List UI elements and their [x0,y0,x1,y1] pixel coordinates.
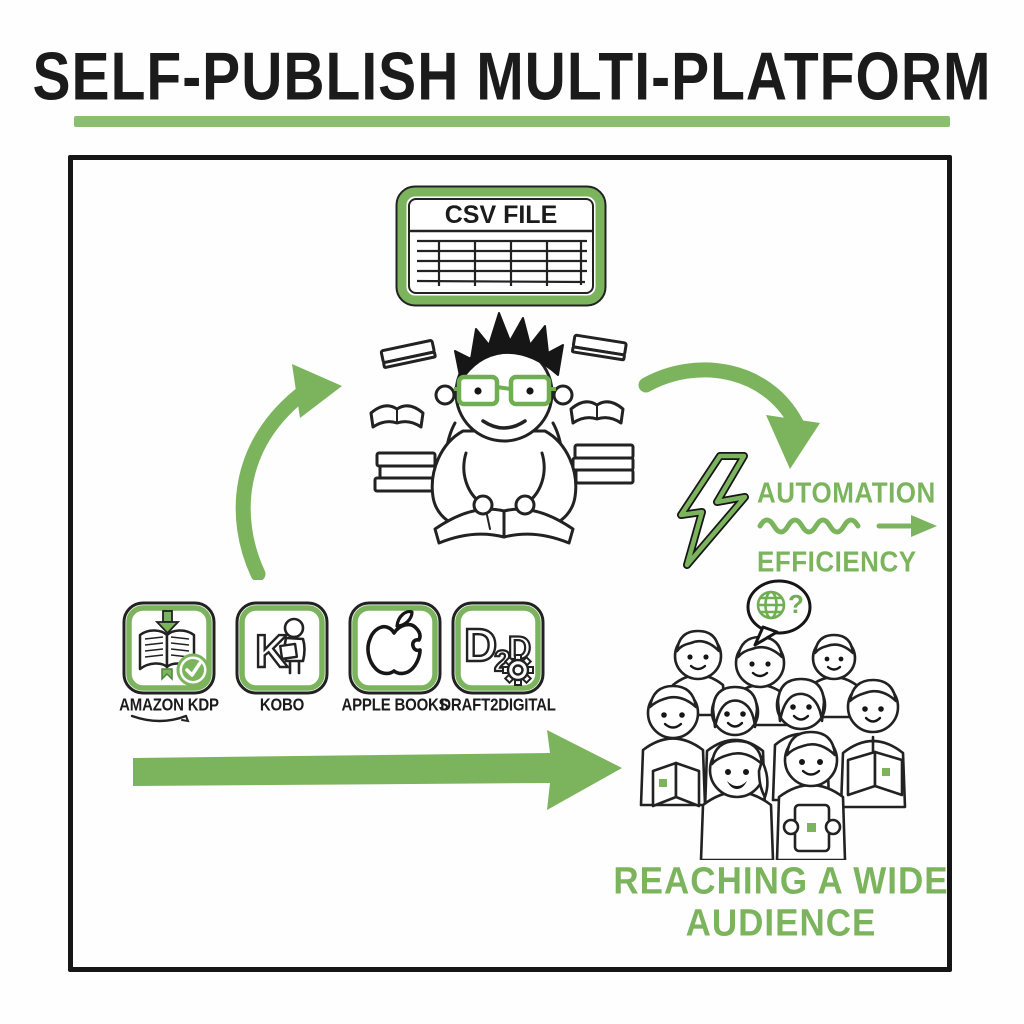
automation-block: AUTOMATION EFFICIENCY [757,476,957,578]
platform-label: AMAZON KDP [119,695,219,716]
title-underline [74,116,950,127]
apple-logo-icon [348,601,442,695]
lightning-bolt-icon [673,451,753,571]
author-figure [363,303,658,548]
platform-label: APPLE BOOKS [341,695,449,716]
bubble-question-mark: ? [788,589,804,619]
page-title: SELF-PUBLISH MULTI-PLATFORM [32,39,992,115]
author-reading-icon [369,312,635,545]
efficiency-label: EFFICIENCY [757,545,917,578]
d2d-letter-1: D [464,619,497,671]
book-download-check-icon [122,601,216,695]
platform-label: KOBO [259,695,305,716]
download-arrow-icon [154,610,181,635]
diagram-frame: CSV FILE [68,155,952,972]
crowd-readers-icon: ? [639,579,907,860]
platform-label: DRAFT2DIGITAL [440,695,556,716]
d2d-gear-icon: D 2 D [451,601,545,695]
platform-draft2digital: D 2 D [440,601,556,715]
check-badge-icon [176,653,210,687]
kobo-k-reader-icon: K [235,601,329,695]
platform-amazon-kdp: AMAZON KDP [119,601,219,723]
curved-arrow-down-icon [638,357,823,472]
platform-apple-books: APPLE BOOKS [342,601,449,715]
platform-kobo: K KOBO [235,601,329,715]
audience-crowd: ? [635,565,965,860]
big-right-arrow-icon [130,720,625,820]
csv-label: CSV FILE [445,201,558,229]
audience-caption: REACHING A WIDE AUDIENCE [613,860,949,945]
speech-bubble-globe-icon: ? [746,579,812,647]
csv-table-icon: CSV FILE [395,185,607,307]
curved-arrow-up-icon [230,360,370,580]
csv-file-card: CSV FILE [395,185,607,307]
squiggle-arrow-icon [757,515,937,537]
gear-icon [502,654,534,686]
amazon-smile-icon [130,714,190,723]
automation-label: AUTOMATION [757,476,936,509]
